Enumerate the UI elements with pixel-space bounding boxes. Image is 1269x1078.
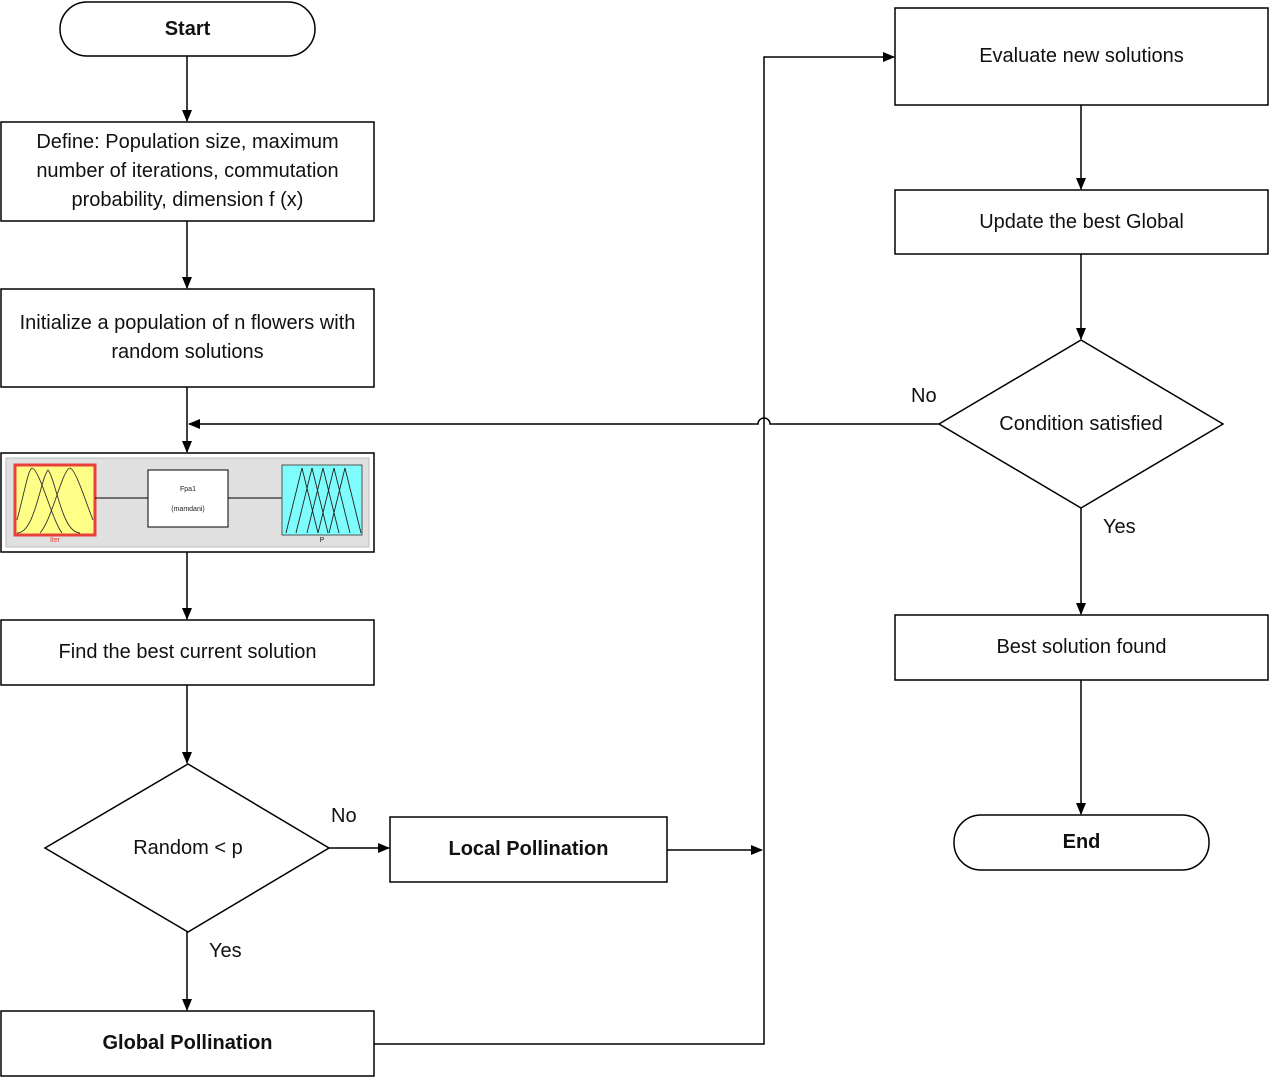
condition-label: Condition satisfied — [999, 412, 1163, 435]
evaluate-box — [894, 7, 1269, 106]
fis-system-box — [147, 469, 229, 528]
fis-output-label: P — [319, 537, 325, 544]
fis-system-type: (mamdani) — [171, 506, 205, 513]
output-membership-triangles-icon — [285, 467, 362, 534]
connector-global-to-evaluate — [374, 52, 895, 1045]
random-yes-label: Yes — [209, 940, 242, 962]
random-decision-label: Random < p — [133, 836, 243, 859]
global-pollination-box — [0, 1010, 375, 1077]
end-terminal — [953, 814, 1210, 871]
best-found-label: Best solution found — [996, 636, 1167, 658]
define-label: Define: Population size, maximum number … — [36, 131, 339, 211]
define-box — [0, 121, 375, 222]
initialize-box — [0, 288, 375, 388]
input-membership-curves-icon — [16, 467, 94, 534]
local-pollination-box — [389, 816, 668, 883]
evaluate-label: Evaluate new solutions — [979, 45, 1184, 67]
best-found-box — [894, 614, 1269, 681]
find-best-label: Find the best current solution — [58, 641, 317, 663]
start-label: Start — [164, 17, 211, 40]
global-pollination-label: Global Pollination — [102, 1032, 273, 1054]
fis-system-name: Fpa1 — [180, 486, 196, 493]
find-best-box — [0, 619, 375, 686]
fuzzy-inference-block — [0, 452, 375, 553]
local-pollination-label: Local Pollination — [448, 838, 609, 860]
random-decision-diamond — [43, 763, 331, 933]
random-no-label: No — [331, 805, 357, 827]
initialize-label: Initialize a population of n flowers wit… — [19, 312, 356, 363]
condition-yes-label: Yes — [1103, 516, 1136, 538]
update-best-box — [894, 189, 1269, 255]
fis-output-box — [281, 464, 363, 536]
fis-input-label: Iter — [49, 537, 61, 544]
condition-no-label: No — [911, 385, 937, 407]
end-label: End — [1062, 831, 1101, 853]
update-best-label: Update the best Global — [979, 210, 1184, 233]
connector-condition-no-loop — [188, 417, 939, 429]
